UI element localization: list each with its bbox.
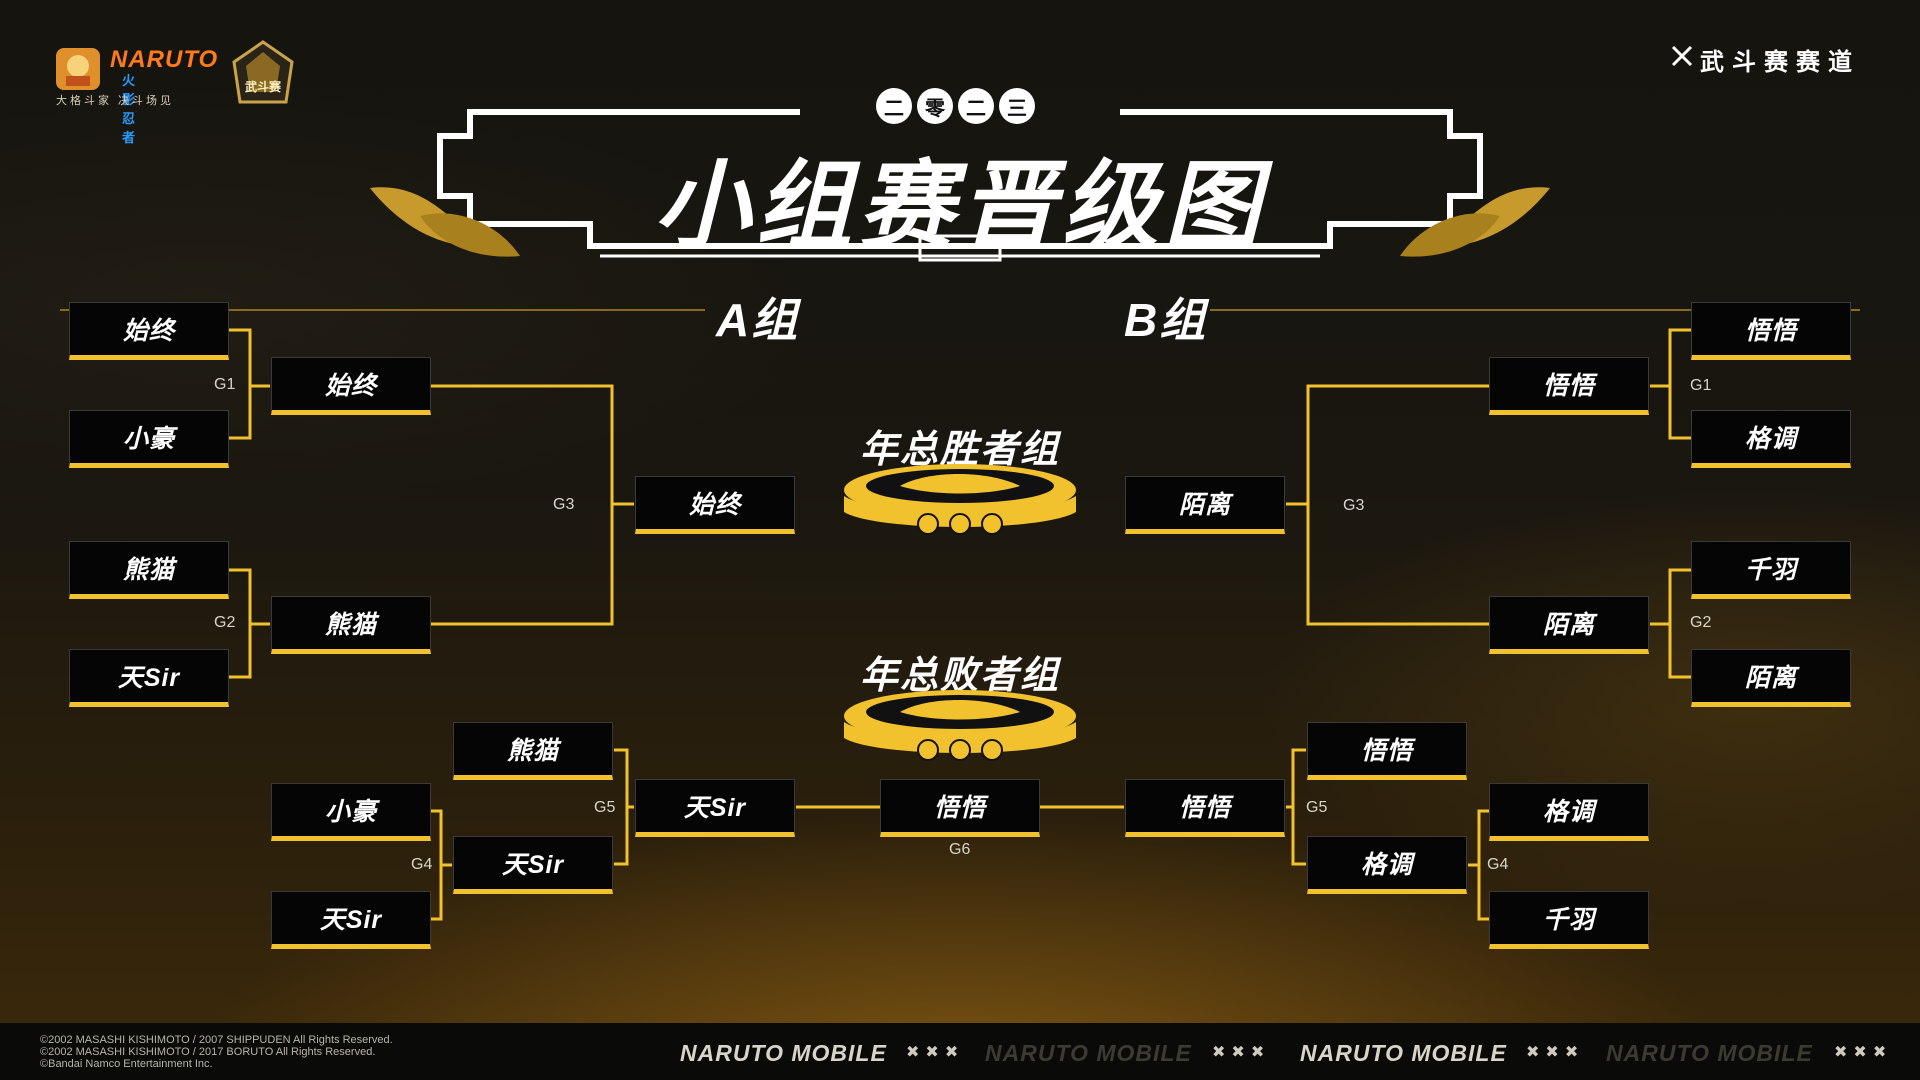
player-slot: 天Sir — [69, 649, 229, 707]
player-slot: 熊猫 — [271, 596, 431, 654]
losers-pool-emblem-icon — [844, 690, 1076, 761]
footer-separator: ✖✖✖ — [1834, 1044, 1893, 1061]
crossed-kunai-icon — [1671, 45, 1693, 67]
player-slot: 熊猫 — [453, 722, 613, 780]
player-slot: 千羽 — [1489, 891, 1649, 949]
year-digit: 二 — [876, 88, 912, 124]
player-slot: 小豪 — [69, 410, 229, 468]
page-title: 小组赛晋级图 — [654, 153, 1266, 260]
top-right-label: 武斗赛赛道 — [1700, 49, 1860, 76]
player-slot: 天Sir — [635, 779, 795, 837]
player-slot: 悟悟 — [1691, 302, 1851, 360]
year-digit: 二 — [958, 88, 994, 124]
footer-brand-logo: NARUTO MOBILE — [1606, 1040, 1813, 1066]
game-label: G3 — [553, 496, 575, 513]
game-label: G2 — [214, 614, 236, 631]
event-badge-icon — [232, 40, 294, 104]
player-slot: 天Sir — [271, 891, 431, 949]
year-digit: 三 — [999, 88, 1035, 124]
copyright-line: ©2002 MASASHI KISHIMOTO / 2017 BORUTO Al… — [40, 1046, 376, 1058]
copyright-line: ©2002 MASASHI KISHIMOTO / 2007 SHIPPUDEN… — [40, 1034, 393, 1046]
game-slogan: 大格斗家 决斗场见 — [56, 95, 175, 107]
winners-pool-title: 年总胜者组 — [859, 429, 1060, 471]
copyright-text: ©2002 MASASHI KISHIMOTO / 2007 SHIPPUDEN… — [40, 1034, 393, 1070]
player-slot: 格调 — [1691, 410, 1851, 468]
year-digit: 零 — [917, 88, 953, 124]
player-slot: 格调 — [1307, 836, 1467, 894]
footer-separator: ✖✖✖ — [1526, 1044, 1585, 1061]
game-logo-subtitle: 火影忍者 — [122, 73, 136, 145]
player-slot: 格调 — [1489, 783, 1649, 841]
player-slot: 悟悟 — [1307, 722, 1467, 780]
game-label: G5 — [1306, 799, 1328, 816]
group-a-title: A组 — [716, 294, 800, 346]
footer-brand-logo: NARUTO MOBILE — [680, 1040, 887, 1066]
character-emblem-icon — [56, 48, 100, 90]
group-b-title: B组 — [1124, 294, 1208, 346]
game-label: G4 — [411, 856, 433, 873]
player-slot: 始终 — [635, 476, 795, 534]
game-label: G1 — [214, 376, 236, 393]
player-slot: 悟悟 — [1489, 357, 1649, 415]
player-slot: 小豪 — [271, 783, 431, 841]
player-slot: 天Sir — [453, 836, 613, 894]
player-slot: 陌离 — [1489, 596, 1649, 654]
event-badge-text: 武斗赛 — [244, 80, 281, 94]
player-slot: 陌离 — [1125, 476, 1285, 534]
footer-brand-logo: NARUTO MOBILE — [1300, 1040, 1507, 1066]
game-label: G3 — [1343, 497, 1365, 514]
player-slot: 千羽 — [1691, 541, 1851, 599]
losers-pool-title: 年总败者组 — [859, 655, 1060, 697]
player-slot: 始终 — [271, 357, 431, 415]
footer-separator: ✖✖✖ — [906, 1044, 965, 1061]
game-label: G6 — [949, 841, 971, 858]
game-label: G1 — [1690, 377, 1712, 394]
game-label: G4 — [1487, 856, 1509, 873]
footer-brand-logo: NARUTO MOBILE — [985, 1040, 1192, 1066]
footer-separator: ✖✖✖ — [1212, 1044, 1271, 1061]
winners-pool-emblem-icon — [844, 464, 1076, 535]
player-slot: 悟悟 — [1125, 779, 1285, 837]
title-banner-frame — [370, 109, 1550, 262]
player-slot: 悟悟 — [880, 779, 1040, 837]
game-label: G2 — [1690, 614, 1712, 631]
footer-bar — [0, 1023, 1920, 1080]
game-label: G5 — [594, 799, 616, 816]
player-slot: 始终 — [69, 302, 229, 360]
copyright-line: ©Bandai Namco Entertainment Inc. — [40, 1058, 213, 1070]
player-slot: 陌离 — [1691, 649, 1851, 707]
player-slot: 熊猫 — [69, 541, 229, 599]
game-logo-text: NARUTO — [110, 46, 219, 73]
